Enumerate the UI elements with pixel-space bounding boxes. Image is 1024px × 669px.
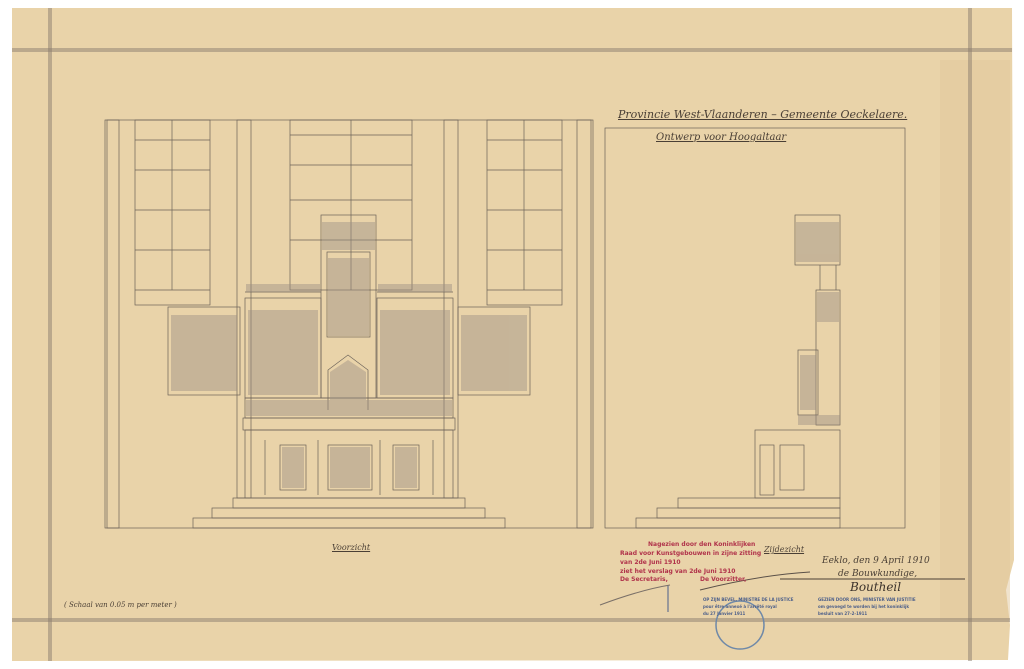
red-stamp-line2: Raad voor Kunstgebouwen in zijne zitting [620,550,762,557]
red-stamp-line3: van 2de Juni 1910 [620,559,681,566]
window-left [134,119,211,306]
blue-stamp-right-line2: om gevoegd te worden bij het koninklijk [818,604,909,609]
red-stamp-line4: ziet het verslag van 2de Juni 1910 [620,568,736,575]
signature-scribble [599,584,671,606]
signature: Boutheil [850,580,902,594]
red-stamp-secretary: De Secretaris, [620,576,668,583]
scale-note: ( Schaal van 0.05 m per meter ) [64,601,177,609]
front-view-label: Voorzicht [332,543,371,552]
seal-stamp [715,600,765,650]
red-stamp-line1: Nagezien door den Koninklijken [648,541,756,548]
side-carvings [796,222,840,425]
place-date: Eeklo, den 9 April 1910 [822,556,930,566]
window-right [486,119,563,306]
blue-stamp-left-line3: du 27 Janvier 1911 [703,611,746,616]
side-view-label: Zijdezicht [764,545,805,554]
side-elevation [604,127,906,529]
carved-reliefs [171,222,527,488]
blue-stamp-left-text: OP ZIJN BEVEL, MINISTRE DE LA JUSTICE po… [603,596,794,617]
front-elevation [104,119,594,529]
blue-stamp-left-line1: OP ZIJN BEVEL, MINISTRE DE LA JUSTICE [703,597,794,602]
title-line2: Ontwerp voor Hoogaltaar [656,132,787,143]
title-line1: Provincie West-Vlaanderen – Gemeente Oec… [618,108,908,121]
blue-stamp-right-line3: besluit van 27-2-1911 [818,611,868,616]
blue-stamp-right-line1: GEZIEN DOOR ONS, MINISTER VAN JUSTITIE [818,597,916,602]
paper-stain [940,60,1010,620]
red-stamp-chair: De Voorzitter, [700,576,747,583]
blue-stamp-right-text: GEZIEN DOOR ONS, MINISTER VAN JUSTITIE o… [818,596,916,617]
sheet-border [12,8,1012,661]
signer-role: de Bouwkundige, [838,569,918,579]
window-center [289,119,413,291]
red-stamp-text: Nagezien door den Koninklijken Raad voor… [620,540,761,576]
signature-flourish [699,571,811,591]
blue-stamp-left-line2: pour être annexé à l'arrêté royal [703,604,777,609]
